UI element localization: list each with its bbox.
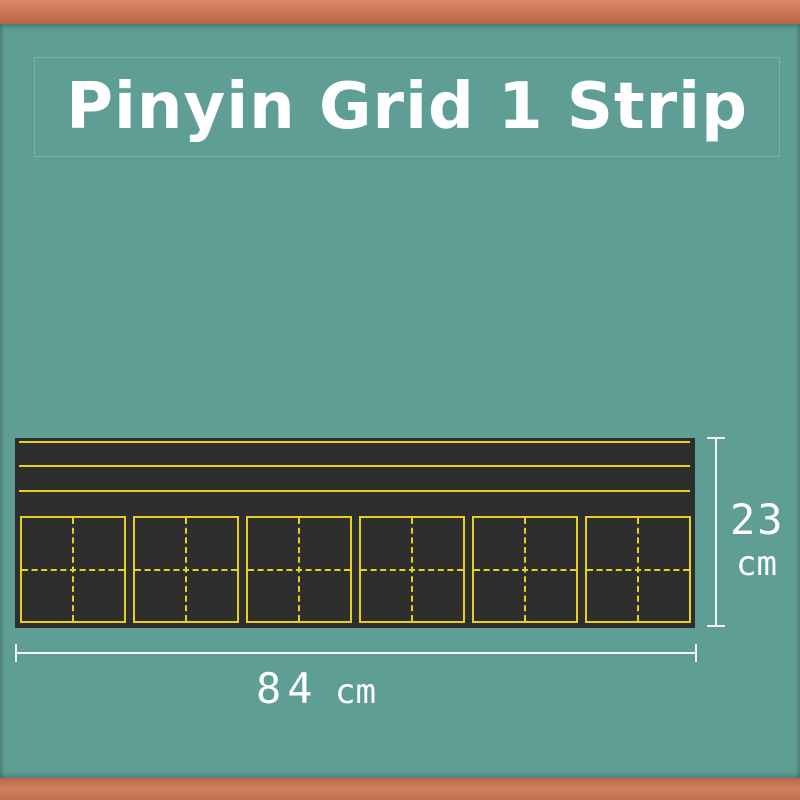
width-dimension-line [15,652,697,654]
cell-horizontal-guide [22,568,124,571]
grid-cell-4 [359,516,465,623]
wood-frame-top [0,0,800,24]
height-dimension-line [715,438,717,626]
height-dimension-cap-bottom [707,625,725,627]
grid-cell-3 [246,516,352,623]
pinyin-line-2 [19,465,690,467]
pinyin-line-3 [19,490,690,492]
width-dimension-unit: cm [335,672,376,712]
cell-horizontal-guide [361,568,463,571]
grid-cell-5 [472,516,578,623]
pinyin-grid-strip [15,438,695,628]
grid-cell-1 [20,516,126,623]
pinyin-line-1 [19,441,690,443]
cell-horizontal-guide [587,568,689,571]
height-dimension-unit: cm [736,544,777,584]
cell-horizontal-guide [135,568,237,571]
wood-frame-bottom [0,778,800,800]
cell-horizontal-guide [248,568,350,571]
page-title: Pinyin Grid 1 Strip [34,57,780,157]
height-dimension-value: 23 [730,495,785,544]
width-dimension-value: 84 [256,664,319,713]
grid-cell-6 [585,516,691,623]
cell-horizontal-guide [474,568,576,571]
grid-cell-2 [133,516,239,623]
width-dimension-cap-right [695,644,697,662]
